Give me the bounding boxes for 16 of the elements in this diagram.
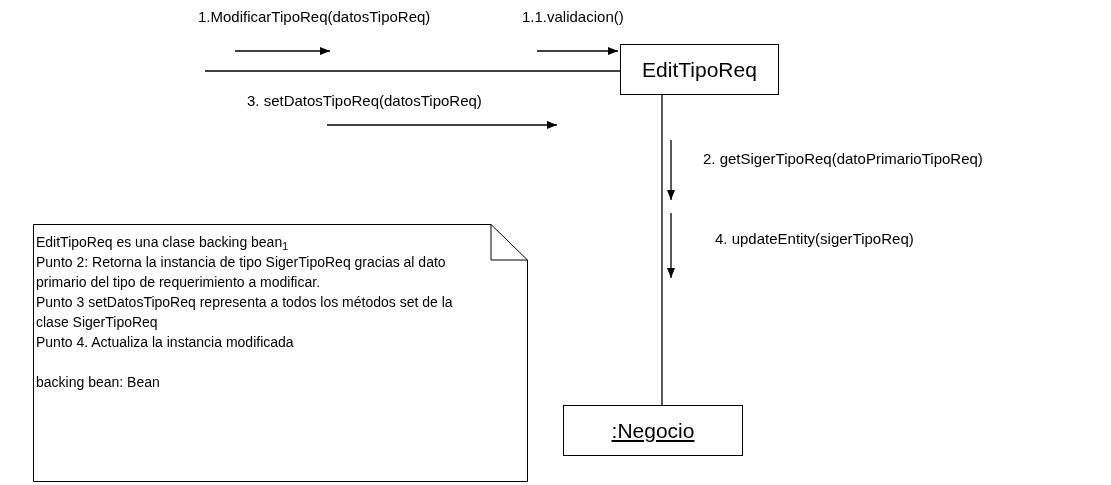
message-label: 4. updateEntity(sigerTipoReq) [715,230,914,248]
object-box [563,405,743,456]
note-text: backing bean: Bean [36,373,161,392]
link-line [204,70,621,72]
note-text: Punto 4. Actualiza la instancia modificada [36,333,295,352]
object-box [620,44,779,95]
object-name: :Negocio [611,417,695,444]
note-text: EditTipoReq es una clase backing bean$_{1}$ [36,233,290,252]
note-text: Punto 2: Retorna la instancia de tipo SigerTipoReq gracias al dato primario del tipo de requerimiento a modificar. [36,253,447,292]
object-name: EditTipoReq [642,56,757,83]
message-label: 1.1.validacion() [522,8,624,26]
message-label: 1.ModificarTipoReq(datosTipoReq) [198,8,431,26]
link-line [661,94,663,406]
note-text: Punto 3 setDatosTipoReq representa a todos los métodos set de la clase SigerTipoReq [36,293,454,332]
message-label: 3. setDatosTipoReq(datosTipoReq) [247,92,482,110]
message-label: 2. getSigerTipoReq(datoPrimarioTipoReq) [703,150,983,168]
